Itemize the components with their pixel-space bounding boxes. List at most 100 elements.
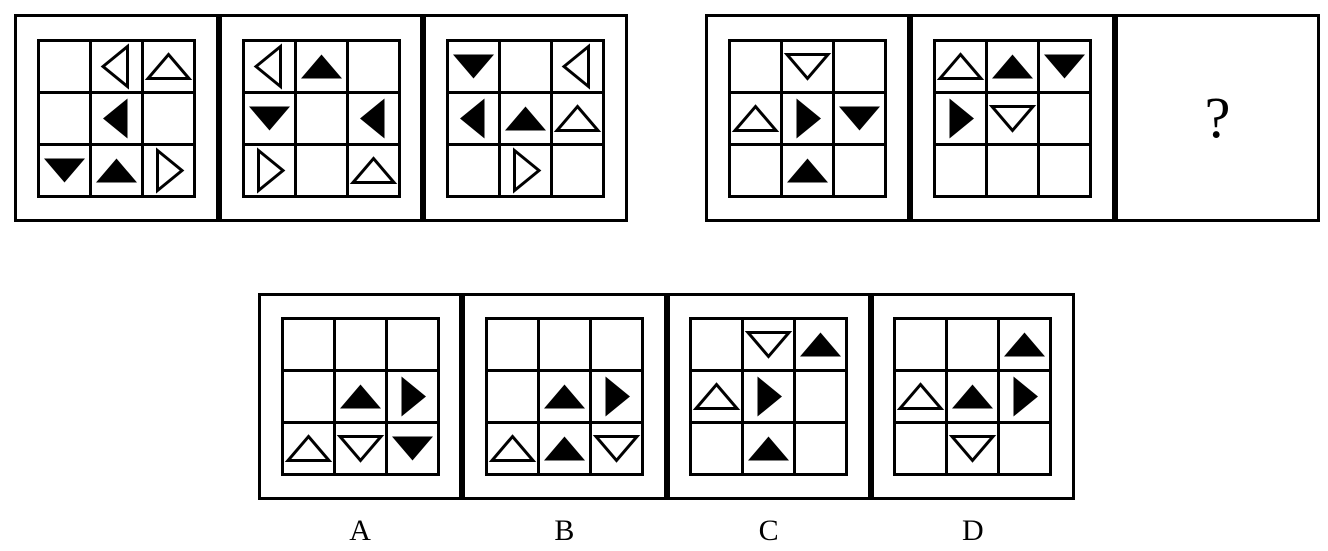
triangle-down-filled-icon (839, 106, 880, 130)
triangle-grid (241, 38, 401, 198)
grid-cell-down-outline (335, 424, 385, 473)
grid-cell-up-filled (335, 372, 385, 421)
grid-cell-up-filled (948, 372, 998, 421)
grid-cell-empty (896, 320, 946, 369)
grid-cell-up-filled (539, 424, 589, 473)
triangle-up-outline-icon (349, 155, 397, 184)
triangle-up-filled-icon (748, 436, 790, 461)
triangle-down-filled-icon (248, 106, 290, 130)
triangle-grid (446, 38, 606, 198)
grid-cell-down-filled (39, 145, 89, 195)
grid-cell-empty (283, 320, 333, 369)
grid-cell-empty (487, 372, 537, 421)
grid-cell-down-filled (1040, 41, 1089, 91)
triangle-up-filled-icon (543, 384, 585, 409)
grid-cell-down-outline (988, 93, 1037, 143)
grid-cell-empty (335, 320, 385, 369)
grid-cell-up-filled (539, 372, 589, 421)
grid-cell-down-filled (835, 93, 884, 143)
triangle-left-outline-icon (253, 42, 282, 90)
triangle-right-filled-icon (949, 98, 974, 138)
grid-cell-empty (896, 424, 946, 473)
grid-cell-empty (296, 93, 346, 143)
triangle-up-filled-icon (992, 54, 1033, 78)
triangle-up-filled-icon (300, 54, 342, 78)
triangle-left-outline-icon (561, 42, 591, 90)
triangle-up-filled-icon (952, 384, 994, 409)
grid-cell-empty (501, 41, 551, 91)
triangle-up-outline-icon (488, 434, 537, 462)
triangle-up-outline-icon (897, 382, 945, 410)
grid-cell-right-filled (387, 372, 437, 421)
triangle-right-outline-icon (513, 146, 542, 194)
triangle-up-filled-icon (1004, 332, 1046, 357)
grid-cell-left-outline (91, 41, 141, 91)
grid-cell-empty (591, 320, 641, 369)
triangle-right-filled-icon (757, 376, 783, 417)
grid-cell-empty (39, 41, 89, 91)
option-c-panel[interactable] (663, 296, 868, 497)
grid-cell-empty (731, 145, 780, 195)
triangle-right-filled-icon (605, 376, 630, 417)
grid-cell-right-outline (501, 145, 551, 195)
sequence-left-panel-2 (215, 17, 421, 219)
grid-cell-up-filled (796, 320, 846, 369)
grid-cell-empty (835, 145, 884, 195)
triangle-up-outline-icon (284, 434, 332, 462)
grid-cell-up-outline (143, 41, 193, 91)
grid-cell-up-outline (283, 424, 333, 473)
option-d-panel[interactable] (867, 296, 1072, 497)
grid-cell-empty (796, 372, 846, 421)
question-mark: ? (1204, 85, 1231, 150)
grid-cell-empty (1000, 424, 1050, 473)
grid-cell-empty (348, 41, 398, 91)
grid-cell-empty (296, 145, 346, 195)
triangle-down-outline-icon (336, 435, 384, 463)
option-b-label: B (554, 514, 575, 547)
grid-cell-up-outline (896, 372, 946, 421)
triangle-down-filled-icon (43, 158, 85, 182)
grid-cell-empty (731, 41, 780, 91)
grid-cell-empty (387, 320, 437, 369)
grid-cell-empty (487, 320, 537, 369)
triangle-right-filled-icon (796, 98, 821, 138)
triangle-right-filled-icon (1013, 376, 1039, 417)
option-labels-row: A B C D (258, 514, 1075, 548)
triangle-up-filled-icon (505, 106, 547, 130)
grid-cell-right-filled (936, 93, 985, 143)
grid-cell-empty (1040, 93, 1089, 143)
option-b-panel[interactable] (459, 296, 664, 497)
grid-cell-right-outline (143, 145, 193, 195)
grid-cell-empty (553, 145, 603, 195)
triangle-up-outline-icon (692, 382, 741, 410)
option-d-label: D (962, 514, 984, 547)
triangle-grid (36, 38, 196, 198)
grid-cell-up-filled (1000, 320, 1050, 369)
triangle-up-filled-icon (787, 158, 828, 182)
triangle-up-filled-icon (543, 436, 585, 461)
triangle-up-outline-icon (553, 103, 602, 132)
grid-cell-empty (948, 320, 998, 369)
triangle-down-filled-icon (391, 436, 433, 461)
sequence-right-panel-1 (708, 17, 907, 219)
triangle-up-outline-icon (144, 51, 193, 80)
triangle-up-outline-icon (731, 103, 780, 132)
grid-cell-down-outline (744, 320, 794, 369)
triangle-up-outline-icon (936, 51, 985, 80)
grid-cell-left-filled (348, 93, 398, 143)
grid-cell-up-filled (91, 145, 141, 195)
grid-cell-left-filled (449, 93, 499, 143)
triangle-grid (484, 317, 644, 476)
option-a-panel[interactable] (261, 296, 460, 497)
grid-cell-empty (283, 372, 333, 421)
grid-cell-left-outline (244, 41, 294, 91)
triangle-grid (689, 317, 849, 476)
sequence-right-group: ? (705, 14, 1320, 222)
triangle-down-outline-icon (744, 331, 793, 359)
triangle-up-filled-icon (95, 158, 137, 182)
grid-cell-down-outline (783, 41, 832, 91)
triangle-right-filled-icon (401, 376, 426, 417)
triangle-left-filled-icon (460, 98, 485, 138)
triangle-grid (893, 317, 1053, 476)
